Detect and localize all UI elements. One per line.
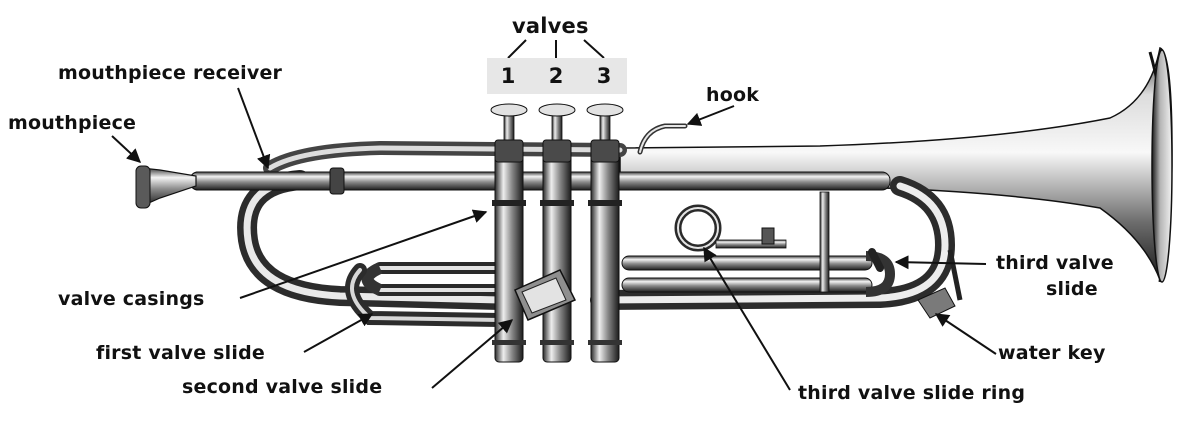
label-second-valve-slide: second valve slide — [182, 376, 383, 398]
third-valve-slide — [621, 191, 896, 297]
mouthpiece-receiver — [189, 167, 345, 195]
second-valve-slide — [514, 269, 577, 321]
bell — [619, 47, 1173, 283]
label-mouthpiece-receiver: mouthpiece receiver — [58, 62, 283, 84]
label-water-key: water key — [998, 342, 1106, 364]
label-third-valve-slide-line1: third valve — [996, 252, 1114, 274]
label-third-valve-slide-line2: slide — [1046, 278, 1098, 300]
label-valve-3: 3 — [596, 64, 612, 88]
label-valve-2: 2 — [548, 64, 564, 88]
lower-tube — [590, 176, 956, 310]
label-valves: valves — [512, 14, 589, 38]
mouthpiece — [135, 165, 197, 209]
valve-casings — [492, 149, 622, 363]
label-third-valve-slide-ring: third valve slide ring — [798, 382, 1026, 404]
valve-buttons — [490, 103, 624, 163]
label-first-valve-slide: first valve slide — [96, 342, 265, 364]
third-valve-slide-ring — [674, 204, 787, 252]
label-valve-casings: valve casings — [58, 288, 205, 310]
callout-lines — [111, 39, 997, 391]
label-valve-1: 1 — [500, 64, 516, 88]
water-key — [868, 248, 963, 319]
label-mouthpiece: mouthpiece — [8, 112, 137, 134]
label-hook: hook — [706, 84, 760, 106]
valve-number-box — [487, 58, 627, 94]
